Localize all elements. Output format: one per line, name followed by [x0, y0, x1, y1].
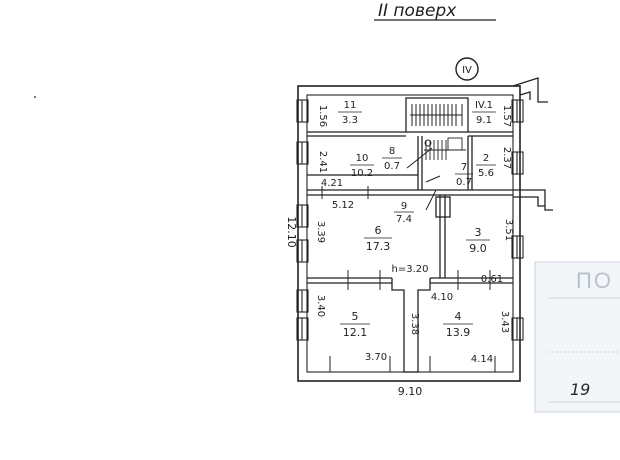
room-10-number: 10 [356, 153, 369, 164]
dim-h-3-20: h=3.20 [392, 264, 429, 275]
stamp-block: ПО 19 [534, 261, 620, 413]
dim-5-12: 5.12 [332, 200, 354, 211]
room-10-area: 10.2 [351, 168, 373, 179]
room-iv1-number: IV.1 [475, 100, 493, 111]
room-7-number: 7 [461, 162, 467, 173]
stamp-box [534, 261, 620, 413]
room-9-number: 9 [401, 201, 407, 212]
wall-extensions [512, 77, 553, 211]
floor-title: ІІ поверх [378, 1, 457, 21]
dim-3-38: 3.38 [409, 313, 420, 335]
room-2-number: 2 [483, 153, 489, 164]
closet-hatching [424, 137, 466, 160]
dim-3-43: 3.43 [499, 311, 510, 333]
outer-walls [297, 85, 521, 382]
dim-3-39: 3.39 [315, 221, 326, 243]
door-marks [321, 147, 496, 372]
room-11-number: 11 [344, 100, 357, 111]
room-4-number: 4 [455, 310, 462, 323]
room-11-area: 3.3 [342, 115, 358, 126]
dim-1-57: 1.57 [501, 105, 512, 127]
dimension-labels: 1.56 1.57 2.41 2.37 4.21 5.12 12.10 3.39… [285, 105, 514, 398]
dim-4-21: 4.21 [321, 178, 343, 189]
room-6-number: 6 [375, 224, 382, 237]
dim-2-37: 2.37 [501, 147, 512, 169]
stairs [410, 104, 463, 126]
room-5-number: 5 [352, 310, 359, 323]
windows-right [511, 99, 524, 341]
stamp-text: ПО [576, 268, 613, 293]
room-8-area: 0.7 [384, 161, 400, 172]
dim-0-61: 0.61 [481, 274, 503, 285]
dim-3-51: 3.51 [503, 219, 514, 241]
interior-walls [307, 97, 513, 373]
room-labels: 11 3.3 IV.1 9.1 10 10.2 8 0.7 7 0.7 2 5.… [338, 100, 496, 339]
room-2-area: 5.6 [478, 168, 494, 179]
axis-marker-circle [455, 57, 479, 81]
paper-speck [34, 96, 36, 98]
dim-4-14: 4.14 [471, 354, 493, 365]
room-6-area: 17.3 [366, 240, 391, 253]
dim-1-56: 1.56 [317, 105, 328, 127]
dim-2-41: 2.41 [317, 151, 328, 173]
dim-3-70: 3.70 [365, 352, 387, 363]
room-4-area: 13.9 [446, 326, 471, 339]
dim-9-10: 9.10 [398, 385, 423, 398]
room-iv1-area: 9.1 [476, 115, 492, 126]
dim-4-10: 4.10 [431, 292, 453, 303]
room-8-number: 8 [389, 146, 395, 157]
room-3-area: 9.0 [469, 242, 487, 255]
dim-3-40: 3.40 [315, 295, 326, 317]
room-7-area: 0.7 [456, 177, 472, 188]
dim-12-10: 12.10 [285, 216, 298, 248]
axis-marker-label: IV [462, 65, 472, 76]
room-5-area: 12.1 [343, 326, 368, 339]
windows-left [296, 99, 309, 341]
stamp-number: 19 [570, 380, 590, 399]
room-9-area: 7.4 [396, 214, 412, 225]
room-3-number: 3 [475, 226, 482, 239]
